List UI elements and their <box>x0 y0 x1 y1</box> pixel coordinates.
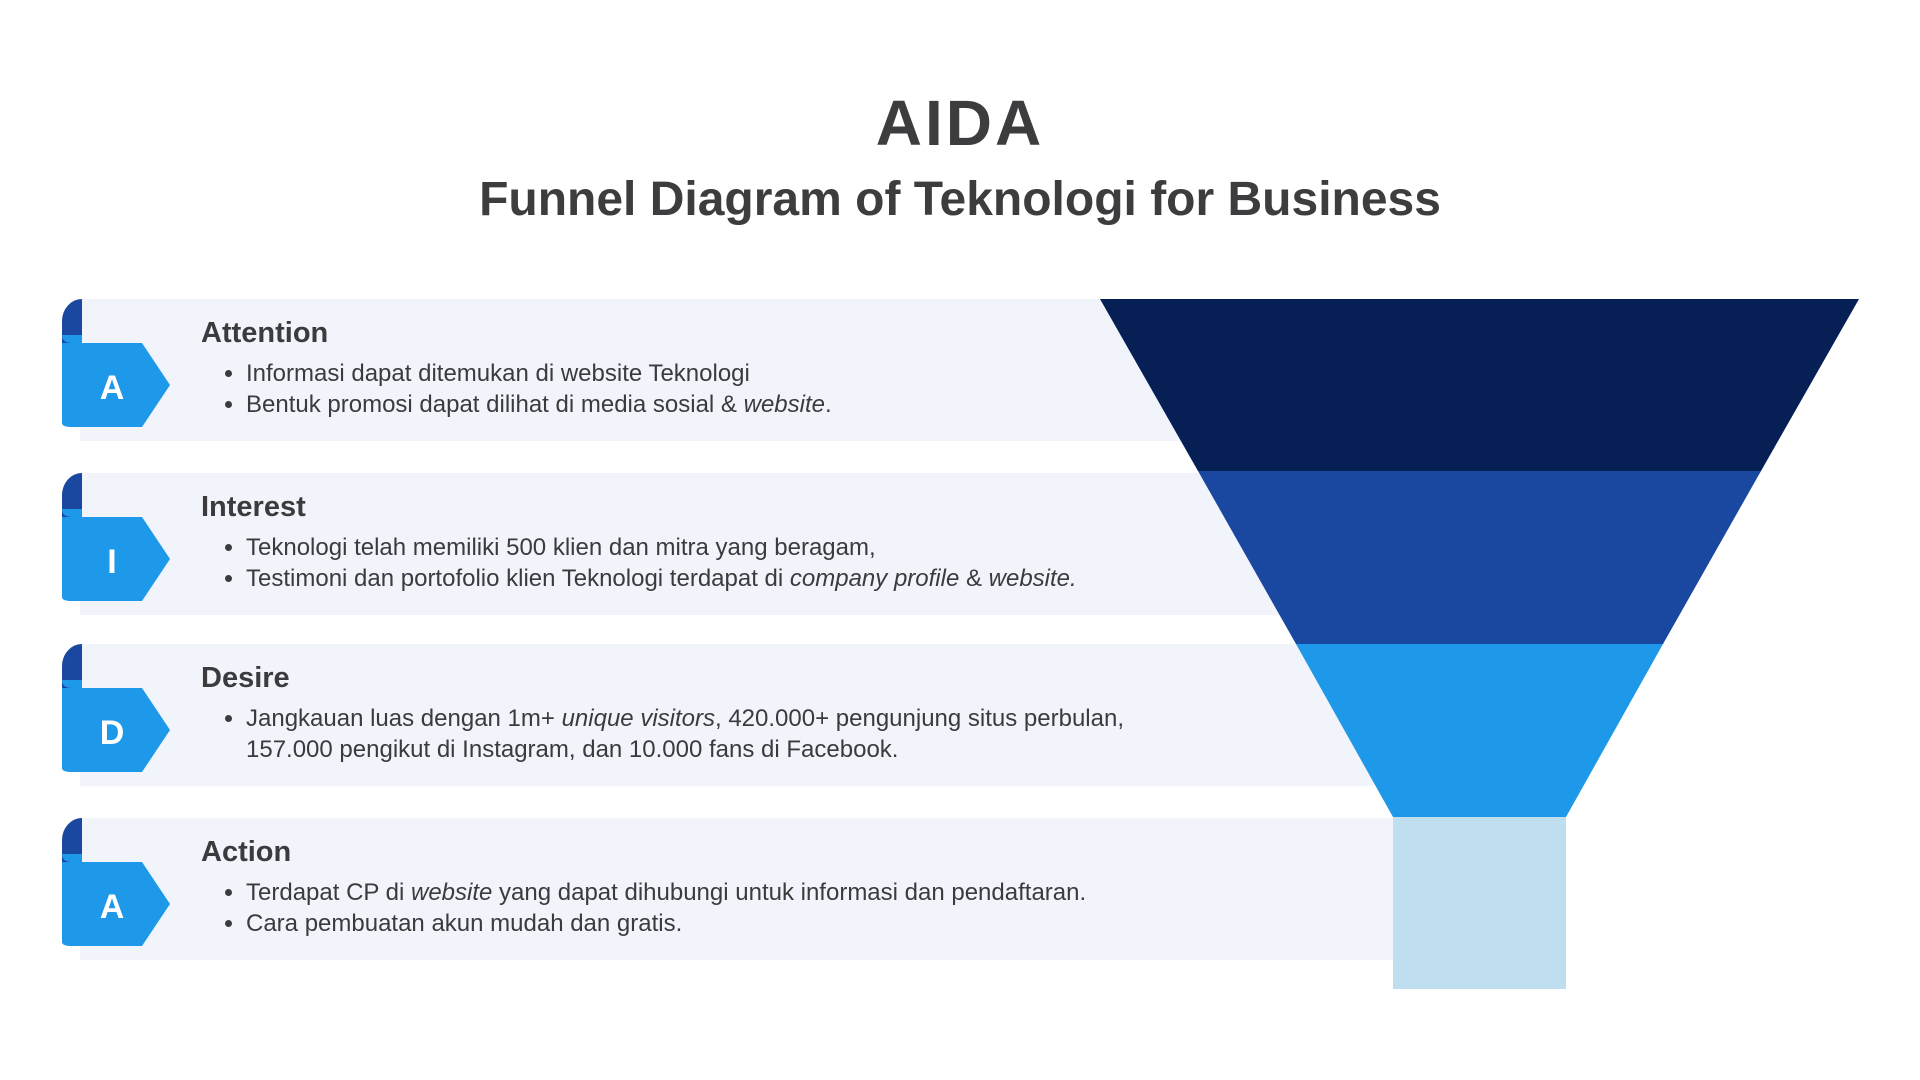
bullet-item: Bentuk promosi dapat dilihat di media so… <box>246 389 832 420</box>
stage-bullets-interest: Teknologi telah memiliki 500 klien dan m… <box>222 532 1077 594</box>
bullet-text: Terdapat CP di <box>246 879 411 906</box>
funnel-band-attention <box>1100 299 1859 471</box>
stage-badge-interest: I <box>62 473 172 617</box>
bullet-text: Testimoni dan portofolio klien Teknologi… <box>246 565 790 592</box>
bullet-text: , 420.000+ pengunjung situs perbulan, 15… <box>246 705 1124 763</box>
funnel-band-action <box>1393 817 1566 989</box>
bullet-text: Informasi dapat ditemukan di website Tek… <box>246 360 750 387</box>
bullet-text: . <box>824 391 832 418</box>
stage-row-interest <box>80 473 1280 615</box>
bullet-item: Informasi dapat ditemukan di website Tek… <box>246 358 832 389</box>
stage-letter: I <box>107 543 117 581</box>
page-subtitle: Funnel Diagram of Teknologi for Business <box>479 173 1441 226</box>
bullet-item: Teknologi telah memiliki 500 klien dan m… <box>246 532 1077 563</box>
stage-letter: A <box>99 888 125 926</box>
stage-heading-desire: Desire <box>201 662 290 694</box>
bullet-text: Bentuk promosi dapat dilihat di media so… <box>246 391 744 418</box>
bullet-item: Jangkauan luas dengan 1m+ unique visitor… <box>246 703 1176 765</box>
bullet-text: company profile <box>789 565 960 592</box>
badge-arrow-icon <box>62 644 170 772</box>
stage-bullets-desire: Jangkauan luas dengan 1m+ unique visitor… <box>222 703 1176 765</box>
bullet-text: website <box>743 391 825 418</box>
stage-row-attention <box>80 299 1180 441</box>
stage-badge-action: A <box>62 818 172 962</box>
bullet-text: & <box>959 565 989 592</box>
stage-heading-interest: Interest <box>201 491 306 523</box>
stage-row-action <box>80 818 1393 960</box>
stage-bullets-action: Terdapat CP di website yang dapat dihubu… <box>222 877 1086 939</box>
bullet-text: Jangkauan luas dengan 1m+ <box>246 705 562 732</box>
stage-badge-desire: D <box>62 644 172 788</box>
stage-heading-attention: Attention <box>201 317 329 349</box>
funnel-band-interest <box>1198 471 1761 644</box>
bullet-text: website. <box>988 565 1077 592</box>
bullet-text: yang dapat dihubungi untuk informasi dan… <box>492 879 1087 906</box>
stage-letter: A <box>99 369 125 407</box>
funnel-band-desire <box>1296 644 1663 817</box>
bullet-text: unique visitors <box>561 705 715 732</box>
badge-arrow-icon <box>62 299 170 427</box>
bullet-text: Cara pembuatan akun mudah dan gratis. <box>246 910 683 937</box>
stage-badge-attention: A <box>62 299 172 443</box>
bullet-item: Testimoni dan portofolio klien Teknologi… <box>246 563 1077 594</box>
page-title: AIDA <box>875 87 1045 159</box>
badge-arrow-icon <box>62 818 170 946</box>
badge-arrow-icon <box>62 473 170 601</box>
bullet-text: Teknologi telah memiliki 500 klien dan m… <box>246 534 876 561</box>
stage-letter: D <box>99 714 125 752</box>
bullet-item: Cara pembuatan akun mudah dan gratis. <box>246 908 1086 939</box>
bullet-item: Terdapat CP di website yang dapat dihubu… <box>246 877 1086 908</box>
bullet-text: website <box>411 879 493 906</box>
stage-bullets-attention: Informasi dapat ditemukan di website Tek… <box>222 358 832 420</box>
stage-heading-action: Action <box>201 836 292 868</box>
stage-row-desire <box>80 644 1380 786</box>
